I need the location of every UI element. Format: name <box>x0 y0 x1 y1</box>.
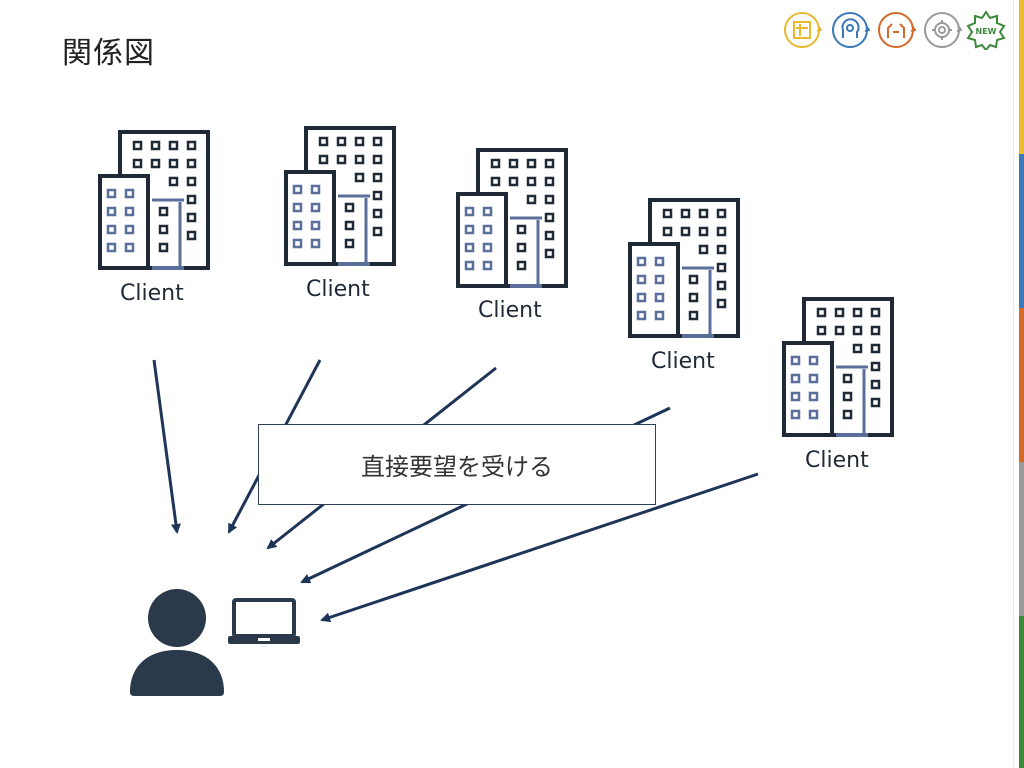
callout-text: 直接要望を受ける <box>361 453 553 481</box>
head-gear-cycle-icon <box>832 12 870 48</box>
right-accent-bar <box>1019 0 1024 768</box>
client-label: Client <box>306 277 370 302</box>
person-icon <box>130 589 224 696</box>
hands-cycle-icon <box>878 12 916 48</box>
callout-box: 直接要望を受ける <box>258 424 656 505</box>
arrow-client-5 <box>320 472 759 623</box>
client-label: Client <box>120 281 184 306</box>
svg-text:NEW: NEW <box>976 27 997 36</box>
gear-cycle-icon <box>924 12 962 48</box>
page-title: 関係図 <box>62 36 155 71</box>
client-label: Client <box>805 448 869 473</box>
client-label: Client <box>478 298 542 323</box>
arrow-client-1 <box>152 359 181 534</box>
tools-cycle-icon <box>784 12 822 48</box>
client-label: Client <box>651 349 715 374</box>
divider-line <box>1013 0 1014 768</box>
laptop-icon <box>228 598 300 644</box>
new-badge-icon: NEW <box>966 10 1006 50</box>
